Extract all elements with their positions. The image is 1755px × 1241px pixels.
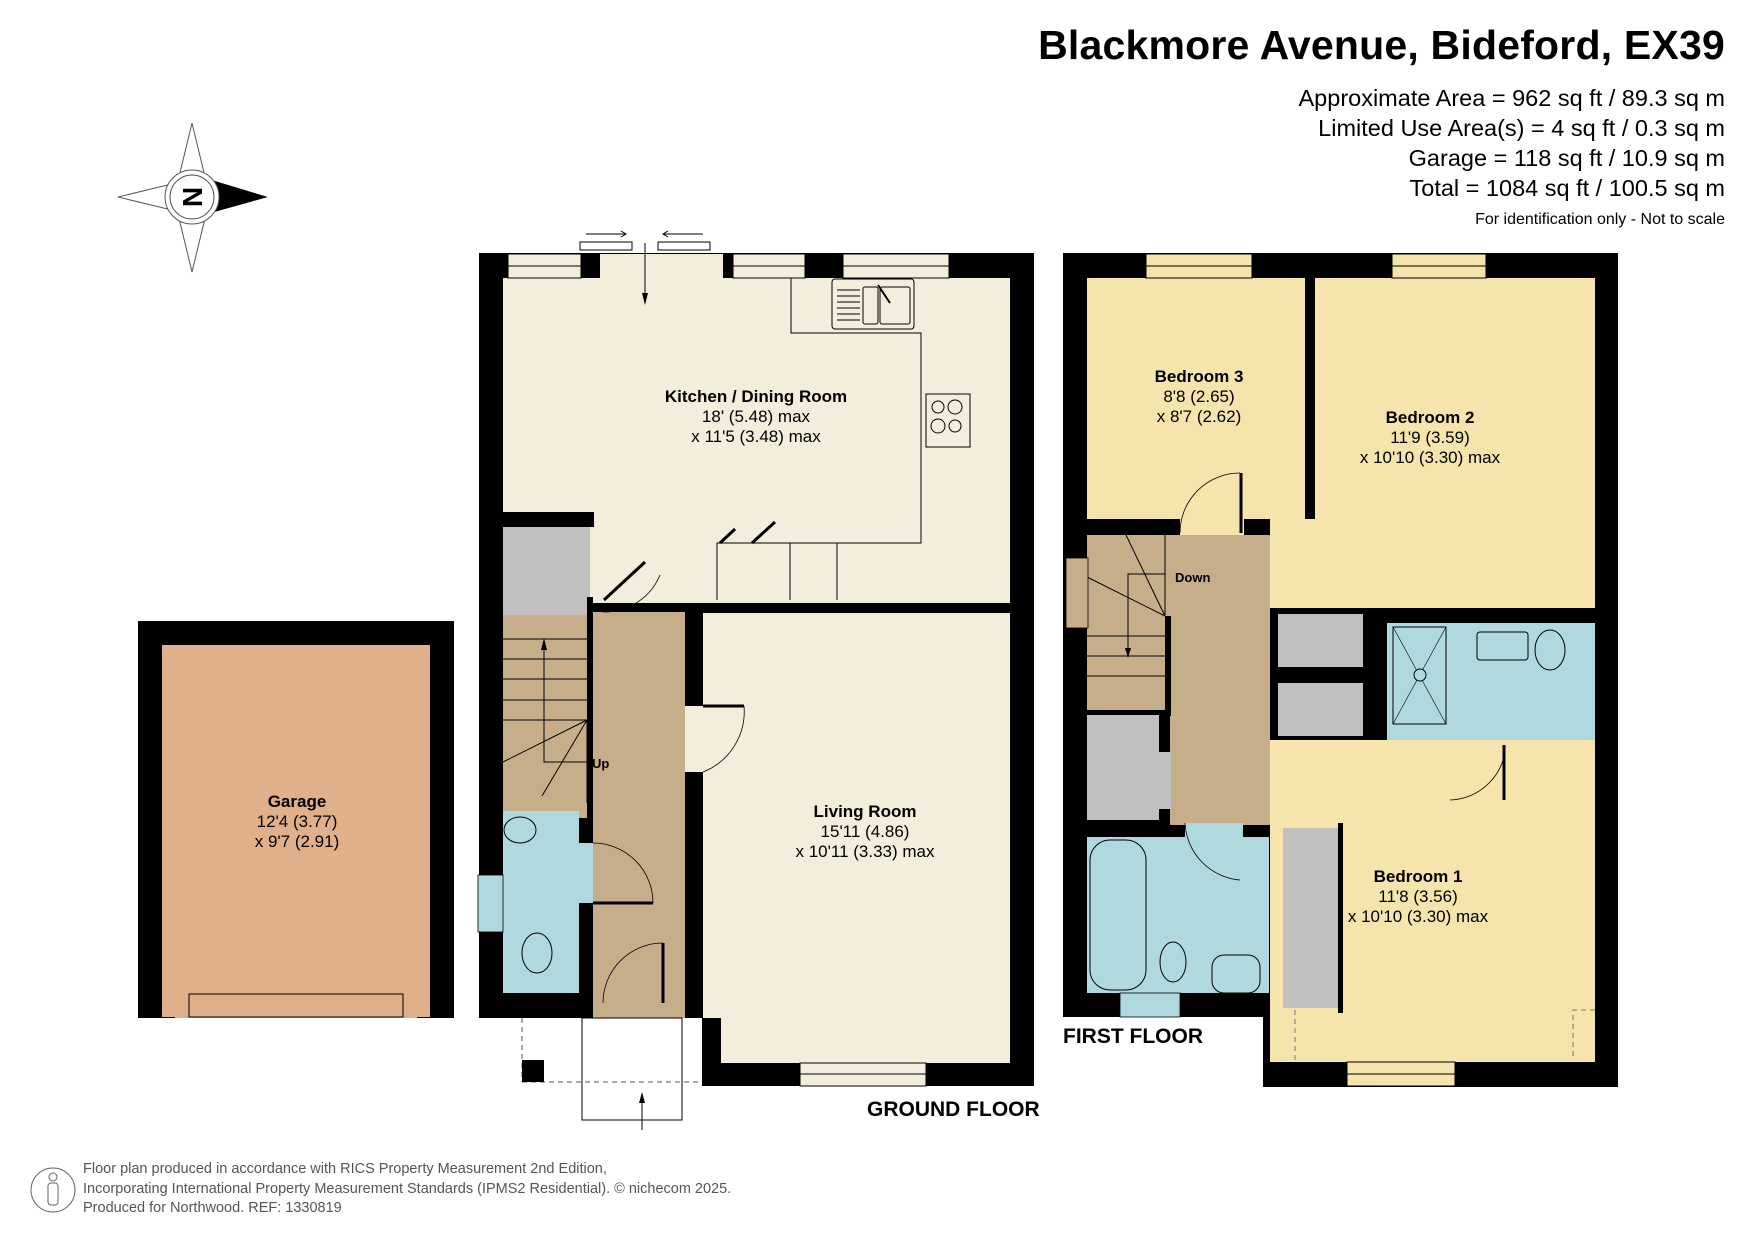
- area-summary: Approximate Area = 962 sq ft / 89.3 sq m…: [1299, 83, 1726, 203]
- room-label-bedroom-1: Bedroom 1 11'8 (3.56) x 10'10 (3.30) max: [1347, 867, 1489, 926]
- footer-line-2: Incorporating International Property Mea…: [83, 1180, 732, 1197]
- garage-plan: [138, 621, 454, 1018]
- person-info-icon: [30, 1167, 76, 1213]
- area-garage: Garage = 118 sq ft / 10.9 sq m: [1408, 145, 1725, 171]
- footer-disclaimer: Floor plan produced in accordance with R…: [83, 1160, 731, 1219]
- stairs-up-label: Up: [592, 756, 610, 771]
- room-label-bedroom-2: Bedroom 2 11'9 (3.59) x 10'10 (3.30) max: [1359, 408, 1501, 467]
- room-label-kitchen-dining: Kitchen / Dining Room 18' (5.48) max x 1…: [664, 387, 848, 446]
- room-label-garage: Garage 12'4 (3.77) x 9'7 (2.91): [254, 792, 340, 851]
- property-title: Blackmore Avenue, Bideford, EX39: [1038, 22, 1725, 68]
- first-floor-label: FIRST FLOOR: [1063, 1025, 1203, 1048]
- footer-line-3: Produced for Northwood. REF: 1330819: [83, 1200, 342, 1216]
- scale-disclaimer: For identification only - Not to scale: [1475, 211, 1725, 228]
- ground-floor-plan: [477, 230, 1034, 1130]
- area-approximate: Approximate Area = 962 sq ft / 89.3 sq m: [1298, 85, 1726, 111]
- footer-line-1: Floor plan produced in accordance with R…: [83, 1161, 607, 1177]
- first-floor-plan: [1063, 253, 1618, 1087]
- area-total: Total = 1084 sq ft / 100.5 sq m: [1409, 175, 1725, 201]
- compass-north-arrow-icon: N: [117, 122, 268, 273]
- svg-text:N: N: [177, 187, 208, 207]
- area-limited-use: Limited Use Area(s) = 4 sq ft / 0.3 sq m: [1318, 115, 1725, 141]
- ground-floor-label: GROUND FLOOR: [867, 1098, 1040, 1121]
- room-label-bedroom-3: Bedroom 3 8'8 (2.65) x 8'7 (2.62): [1154, 367, 1244, 426]
- room-label-living-room: Living Room 15'11 (4.86) x 10'11 (3.33) …: [795, 802, 935, 861]
- stairs-down-label: Down: [1175, 570, 1211, 585]
